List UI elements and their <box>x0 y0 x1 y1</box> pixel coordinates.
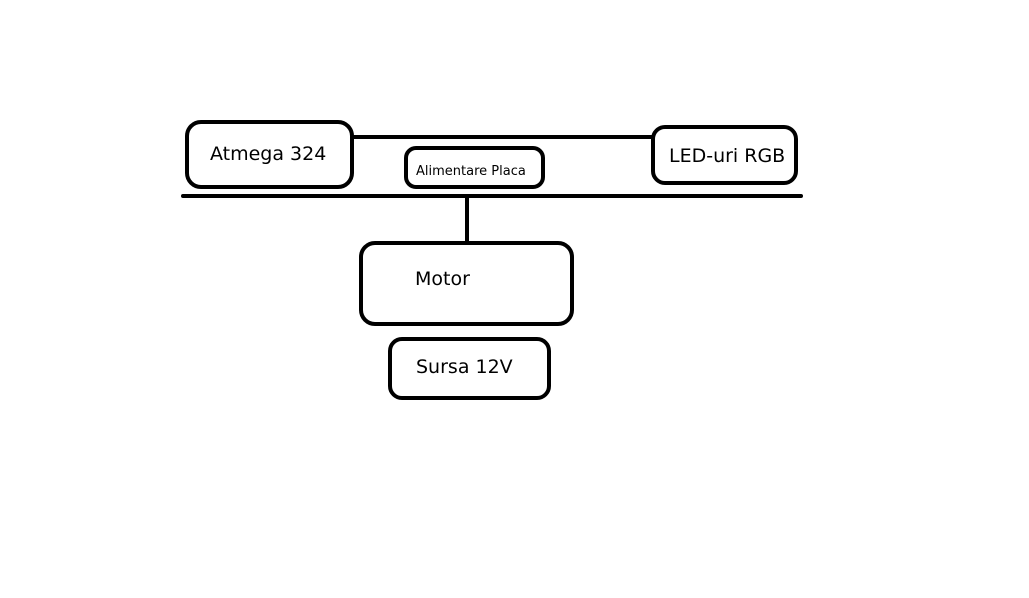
node-alimentare-box <box>404 146 545 189</box>
node-atmega: Atmega 324 <box>185 120 354 189</box>
node-sursa-box <box>388 337 551 400</box>
node-atmega-box <box>185 120 354 189</box>
node-leds: LED-uri RGB <box>651 125 798 185</box>
node-sursa: Sursa 12V <box>388 337 551 400</box>
node-motor: Motor <box>359 241 574 326</box>
node-alimentare: Alimentare Placa <box>404 146 545 189</box>
node-leds-label: LED-uri RGB <box>669 145 785 167</box>
node-alimentare-label: Alimentare Placa <box>416 164 526 179</box>
node-motor-label: Motor <box>415 268 470 290</box>
node-atmega-label: Atmega 324 <box>210 143 326 165</box>
node-leds-box <box>651 125 798 185</box>
node-motor-box <box>359 241 574 326</box>
node-sursa-label: Sursa 12V <box>416 356 513 378</box>
